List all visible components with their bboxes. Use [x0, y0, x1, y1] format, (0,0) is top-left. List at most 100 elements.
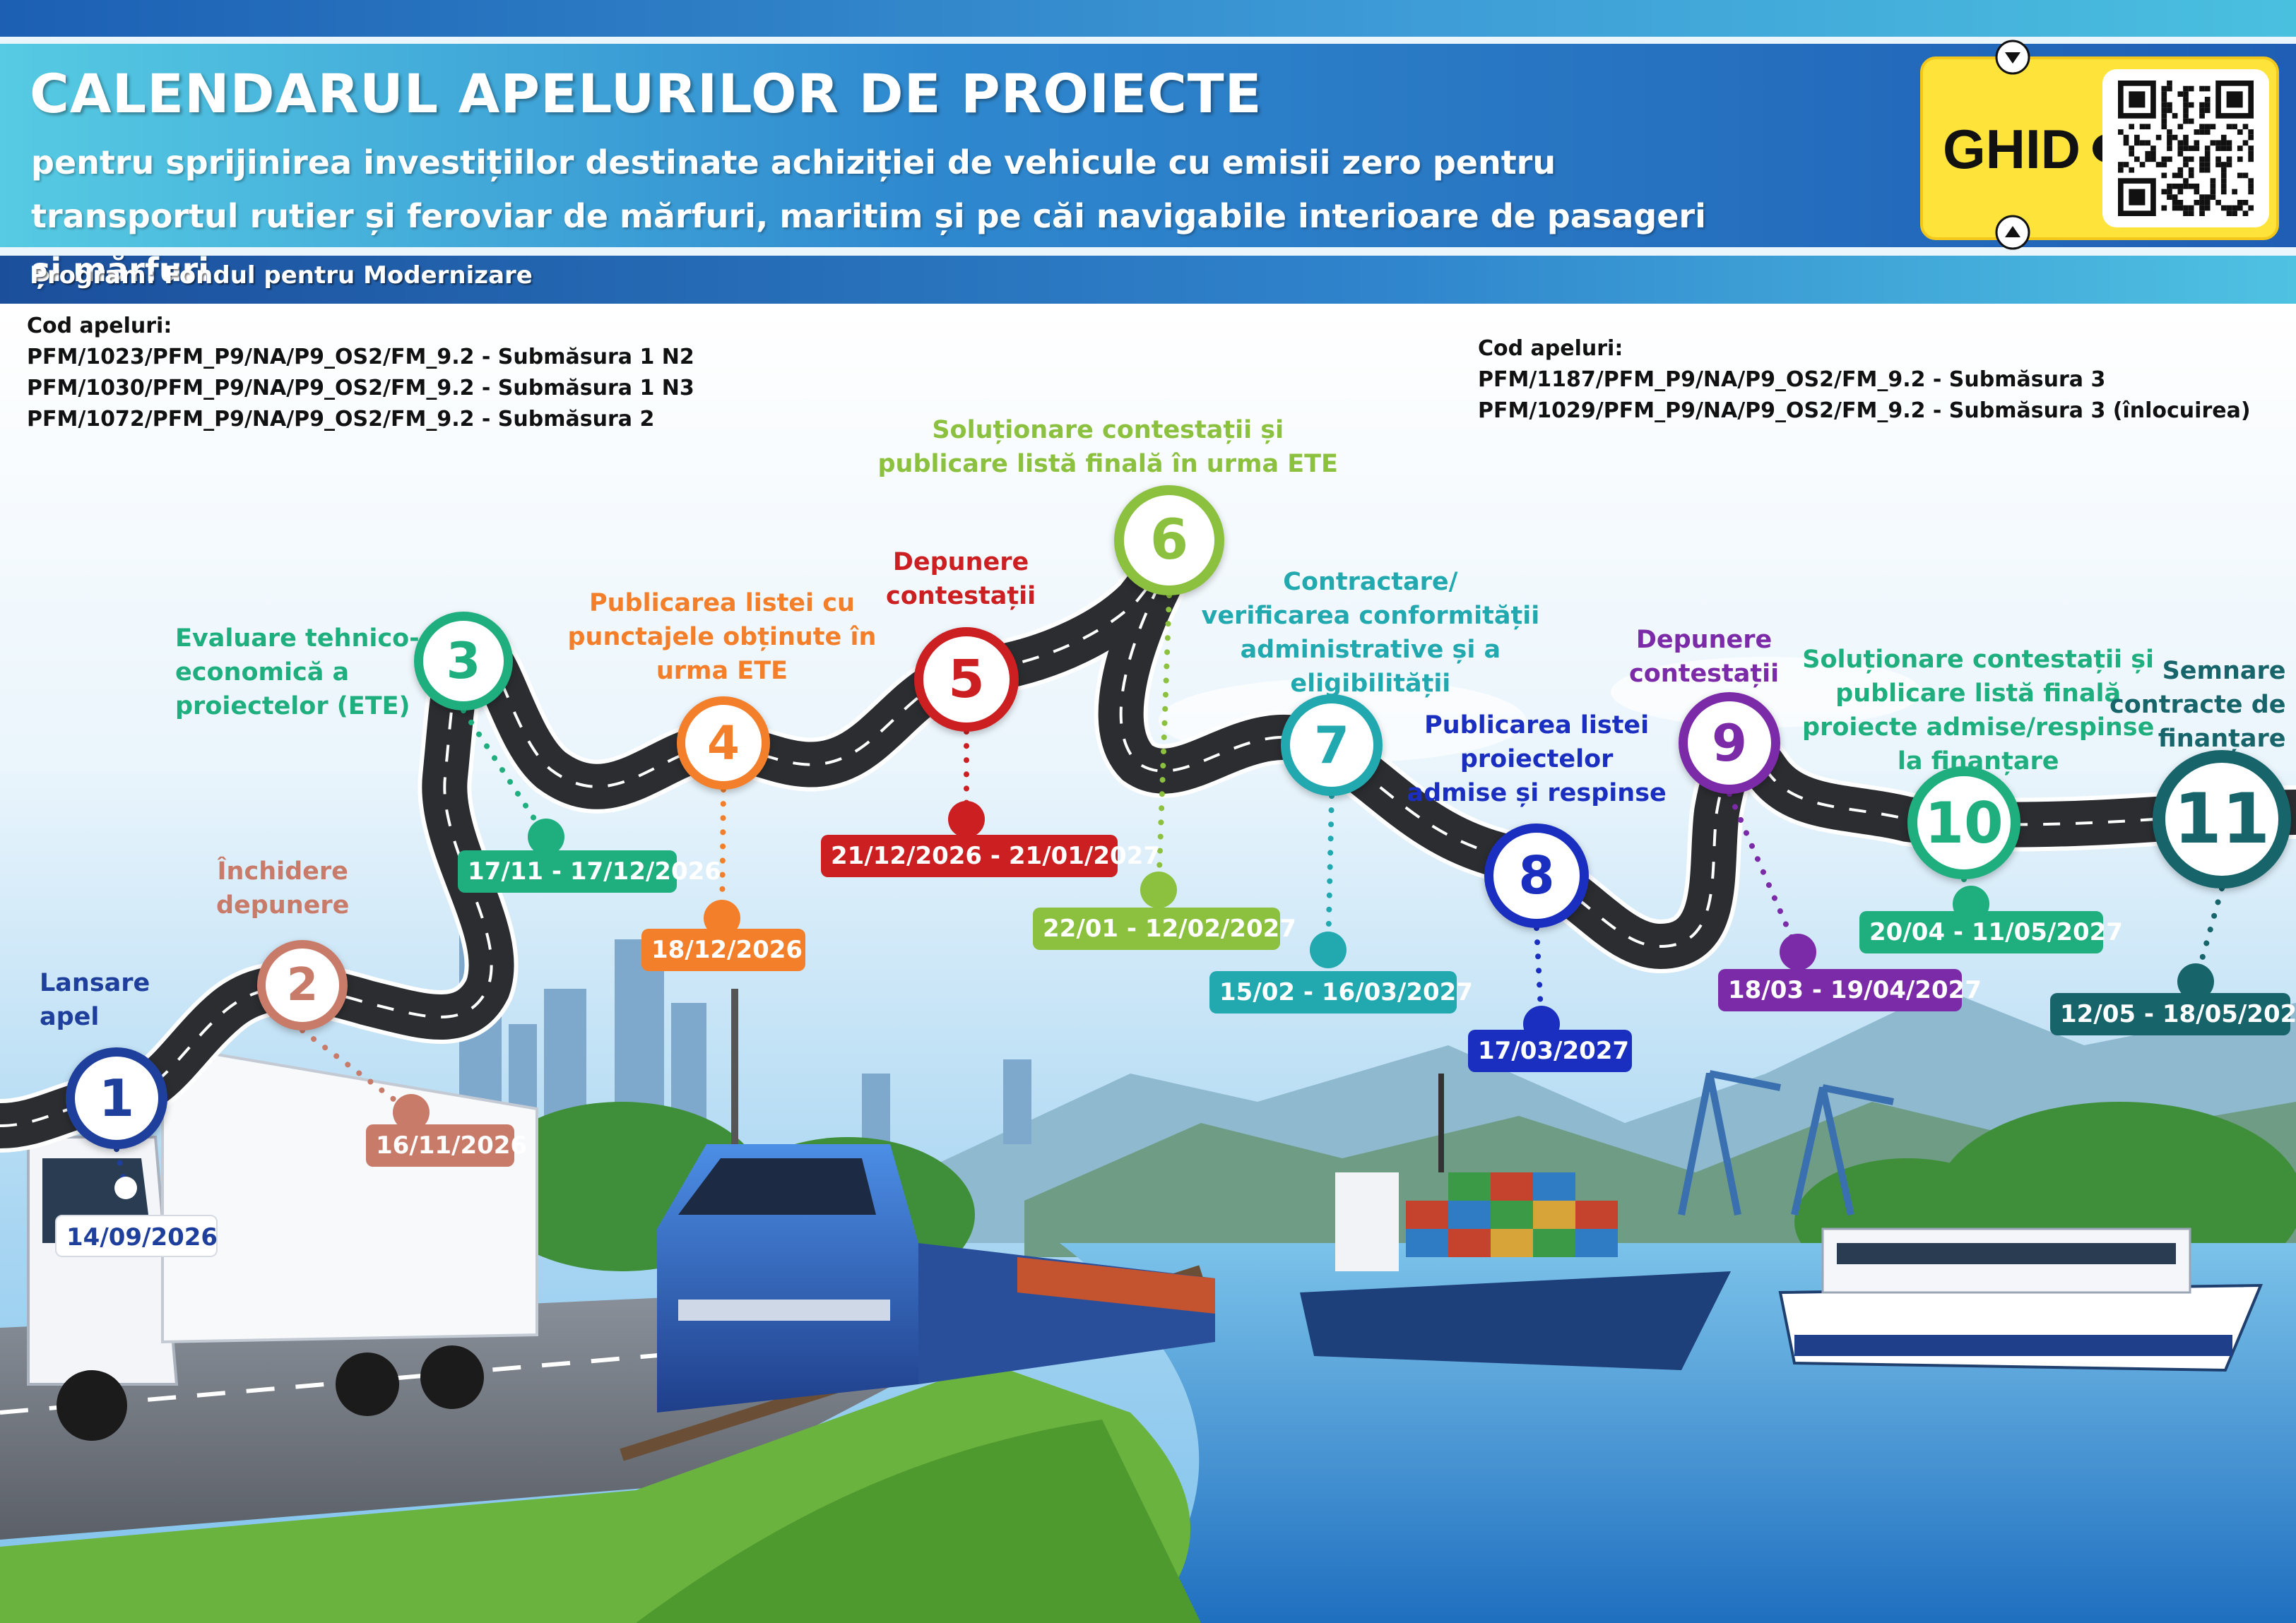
step-connector — [1727, 791, 1801, 955]
step-connector — [1325, 793, 1335, 953]
step-10-date: 20/04 - 11/05/2027 — [1859, 911, 2123, 953]
step-1-circle: 1 — [66, 1047, 167, 1149]
program-label: Program: Fondul pentru Modernizare — [30, 261, 533, 290]
step-2-date: 16/11/2026 — [366, 1124, 527, 1167]
step-1-date: 14/09/2026 — [55, 1215, 218, 1257]
step-3-circle: 3 — [414, 612, 513, 711]
step-label-line: Depunere — [892, 548, 1029, 576]
step-pin — [704, 900, 740, 937]
program-bar — [0, 256, 2296, 304]
step-number: 7 — [1313, 715, 1350, 775]
guide-label: GHID — [1943, 118, 2081, 180]
step-11-circle: 11 — [2153, 750, 2291, 888]
step-label-line: proiectelor (ETE) — [175, 692, 410, 720]
codes-right: Cod apeluri: PFM/1187/PFM_P9/NA/P9_OS2/F… — [1478, 333, 2251, 427]
step-11-label: Semnare contracte de finanțare — [2109, 654, 2286, 756]
step-label-line: finanțare — [2158, 725, 2286, 753]
page-subtitle: pentru sprijinirea investițiilor destina… — [31, 143, 1706, 289]
step-label-line: punctajele obținute în — [567, 623, 877, 651]
crane-icon — [1678, 1070, 1894, 1216]
header-divider — [0, 247, 2296, 256]
step-9-circle: 9 — [1679, 692, 1780, 794]
codes-left-line: PFM/1030/PFM_P9/NA/P9_OS2/FM_9.2 - Submă… — [27, 376, 694, 400]
step-7-circle: 7 — [1281, 694, 1383, 796]
codes-right-line: PFM/1029/PFM_P9/NA/P9_OS2/FM_9.2 - Submă… — [1478, 398, 2251, 423]
step-label-line: eligibilității — [1290, 670, 1451, 698]
step-pin — [2177, 963, 2214, 1000]
step-connector — [1534, 925, 1544, 1027]
step-label-line: publicare listă finală — [1835, 679, 2122, 708]
step-number: 11 — [2173, 779, 2271, 860]
step-4-label: Publicarea listei cu punctajele obținute … — [568, 586, 877, 688]
step-label-line: proiecte admise/respinse — [1802, 713, 2155, 742]
step-7-date: 15/02 - 16/03/2027 — [1209, 971, 1473, 1013]
codes-left-heading: Cod apeluri: — [27, 314, 172, 338]
step-pin — [1140, 872, 1177, 908]
codes-right-line: PFM/1187/PFM_P9/NA/P9_OS2/FM_9.2 - Submă… — [1478, 367, 2106, 392]
top-divider — [0, 37, 2296, 44]
step-8-circle: 8 — [1484, 824, 1589, 928]
arrow-up-icon — [1995, 215, 2030, 250]
step-label-line: Publicarea listei cu — [588, 589, 855, 617]
step-label-line: publicare listă finală în urma ETE — [877, 450, 1338, 478]
step-label-line: apel — [40, 1003, 100, 1031]
step-label-line: Soluționare contestații și — [1802, 646, 2155, 674]
codes-right-heading: Cod apeluri: — [1478, 336, 1623, 361]
step-3-date: 17/11 - 17/12/2026 — [458, 850, 721, 893]
step-number: 10 — [1924, 790, 2004, 856]
codes-left-line: PFM/1072/PFM_P9/NA/P9_OS2/FM_9.2 - Submă… — [27, 407, 655, 432]
qr-code-frame[interactable] — [2102, 69, 2269, 227]
step-label-line: Evaluare tehnico- — [175, 624, 420, 653]
step-label-line: verificarea conformității — [1201, 602, 1540, 630]
step-3-label: Evaluare tehnico-economică a proiectelor … — [175, 622, 420, 723]
step-label-line: Publicarea listei — [1424, 711, 1650, 739]
step-pin — [948, 801, 985, 838]
step-7-label: Contractare/verificarea conformității adm… — [1202, 565, 1540, 701]
step-10-label: Soluționare contestații și publicare list… — [1802, 643, 2154, 778]
step-connector — [2193, 886, 2225, 985]
step-number: 3 — [446, 632, 481, 690]
step-6-date: 22/01 - 12/02/2027 — [1033, 908, 1296, 950]
codes-left-line: PFM/1023/PFM_P9/NA/P9_OS2/FM_9.2 - Submă… — [27, 345, 694, 369]
step-2-circle: 2 — [257, 940, 348, 1030]
guide-box[interactable]: GHID — [1920, 57, 2279, 240]
page-title: CALENDARUL APELURILOR DE PROIECTE — [30, 62, 1262, 125]
step-label-line: Contractare/ — [1283, 568, 1458, 596]
step-label-line: la finanțare — [1897, 747, 2059, 775]
step-pin — [1780, 934, 1816, 970]
step-4-date: 18/12/2026 — [641, 929, 805, 971]
step-number: 1 — [98, 1069, 135, 1128]
step-10-circle: 10 — [1907, 766, 2020, 879]
step-pins — [114, 801, 2214, 1199]
step-number: 2 — [286, 959, 319, 1011]
step-label-line: Semnare — [2162, 657, 2286, 685]
step-5-date: 21/12/2026 - 21/01/2027 — [821, 835, 1160, 877]
step-pin — [1310, 932, 1347, 968]
header-banner — [0, 44, 2296, 247]
cargo-ship-icon — [1300, 1074, 1731, 1370]
step-11-date: 12/05 - 18/05/2027 — [2050, 993, 2296, 1035]
step-number: 4 — [707, 715, 740, 771]
step-pin — [393, 1094, 430, 1131]
step-number: 6 — [1149, 509, 1189, 572]
step-label-line: proiectelor — [1460, 745, 1614, 773]
step-pin — [114, 1177, 137, 1199]
step-label-line: Soluționare contestații și — [932, 416, 1284, 444]
step-label-line: urma ETE — [656, 657, 788, 685]
top-strip — [0, 0, 2296, 37]
step-number: 5 — [948, 649, 985, 710]
step-label-line: Închidere — [217, 857, 348, 886]
step-8-date: 17/03/2027 — [1468, 1030, 1632, 1072]
step-5-circle: 5 — [914, 627, 1019, 732]
step-label-line: administrative și a — [1240, 636, 1501, 664]
step-pin — [528, 819, 564, 855]
step-label-line: contestații — [1629, 660, 1780, 688]
step-label-line: economică a — [175, 658, 350, 686]
ferry-icon — [1778, 1227, 2264, 1372]
codes-left: Cod apeluri: PFM/1023/PFM_P9/NA/P9_OS2/F… — [27, 311, 694, 435]
step-label-line: contracte de — [2109, 691, 2286, 719]
